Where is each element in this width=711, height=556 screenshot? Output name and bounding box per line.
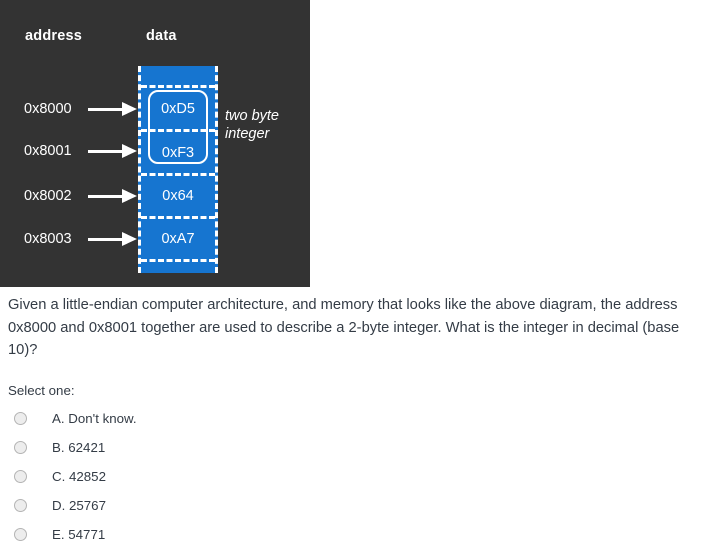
address-label: 0x8002 bbox=[24, 188, 72, 204]
radio-button-icon[interactable] bbox=[14, 441, 27, 454]
answer-option-label: B. 62421 bbox=[52, 440, 106, 455]
radio-button-icon[interactable] bbox=[14, 528, 27, 541]
memory-cell-0: 0xD5 bbox=[141, 88, 215, 132]
arrow-right-icon bbox=[88, 144, 138, 158]
address-row-1: 0x8001 bbox=[24, 141, 138, 161]
two-byte-annotation: two byte integer bbox=[225, 108, 279, 142]
answer-option-e[interactable]: E. 54771 bbox=[8, 520, 408, 549]
radio-button-icon[interactable] bbox=[14, 470, 27, 483]
radio-button-icon[interactable] bbox=[14, 499, 27, 512]
address-label: 0x8000 bbox=[24, 101, 72, 117]
memory-column: 0xD5 0xF3 0x64 0xA7 bbox=[138, 66, 218, 273]
memory-cell-1: 0xF3 bbox=[141, 132, 215, 176]
answer-option-label: E. 54771 bbox=[52, 527, 106, 542]
answer-option-label: A. Don't know. bbox=[52, 411, 137, 426]
radio-button-icon[interactable] bbox=[14, 412, 27, 425]
answer-option-label: D. 25767 bbox=[52, 498, 106, 513]
memory-cell-2: 0x64 bbox=[141, 176, 215, 219]
select-one-prompt: Select one: bbox=[8, 383, 75, 398]
question-text: Given a little-endian computer architect… bbox=[8, 297, 680, 358]
answer-option-d[interactable]: D. 25767 bbox=[8, 491, 408, 520]
diagram-header-address: address bbox=[25, 28, 83, 44]
memory-cell-partial-top bbox=[141, 66, 215, 88]
arrow-right-icon bbox=[88, 102, 138, 116]
answer-option-a[interactable]: A. Don't know. bbox=[8, 404, 408, 433]
address-label: 0x8001 bbox=[24, 143, 72, 159]
arrow-right-icon bbox=[88, 232, 138, 246]
address-row-3: 0x8003 bbox=[24, 229, 138, 249]
memory-cell-3: 0xA7 bbox=[141, 219, 215, 262]
answer-options-list: A. Don't know. B. 62421 C. 42852 D. 2576… bbox=[8, 404, 408, 549]
diagram-header-data: data bbox=[146, 28, 177, 44]
arrow-right-icon bbox=[88, 189, 138, 203]
address-row-2: 0x8002 bbox=[24, 186, 138, 206]
answer-option-c[interactable]: C. 42852 bbox=[8, 462, 408, 491]
answer-option-label: C. 42852 bbox=[52, 469, 106, 484]
answer-option-b[interactable]: B. 62421 bbox=[8, 433, 408, 462]
memory-diagram: address data 0x8000 0x8001 0x8002 0x8003… bbox=[0, 0, 310, 287]
memory-cell-partial-bottom bbox=[141, 262, 215, 273]
address-row-0: 0x8000 bbox=[24, 99, 138, 119]
address-label: 0x8003 bbox=[24, 231, 72, 247]
